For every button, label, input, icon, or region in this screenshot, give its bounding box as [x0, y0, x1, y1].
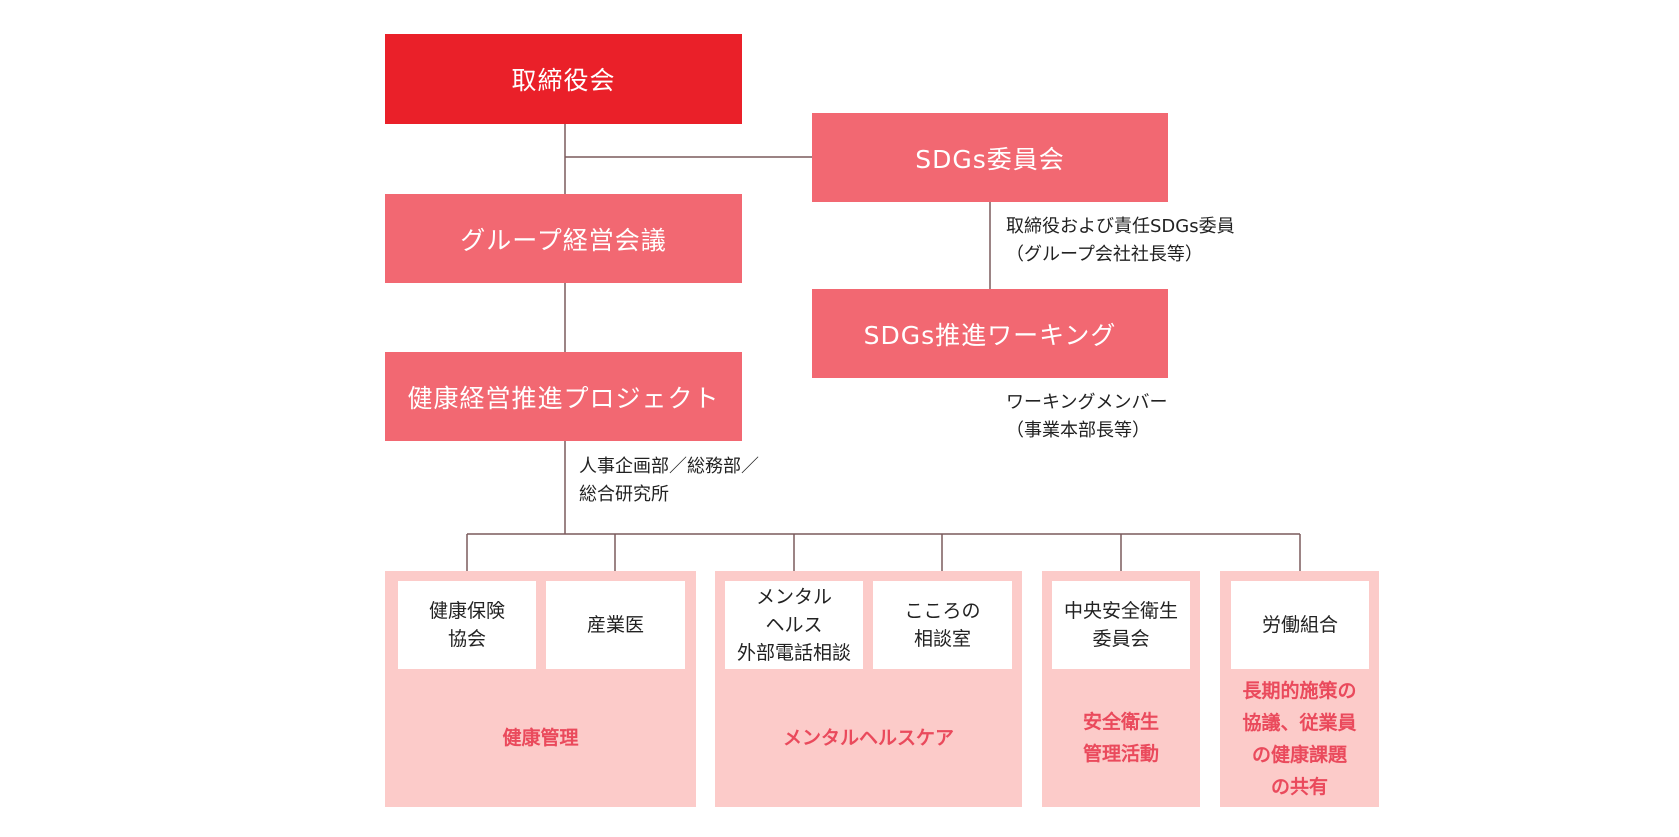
caption-mental-health-care: メンタルヘルスケア: [782, 727, 954, 749]
caption-health-management: 健康管理: [502, 727, 579, 749]
sdgs-working-label: SDGs推進ワーキング: [863, 320, 1117, 350]
unit-labor-union: 労働組合: [1231, 581, 1369, 669]
sdgs-committee-members-note: 取締役および責任SDGs委員 （グループ会社社長等）: [1006, 216, 1235, 265]
caption-labor-union: 長期的施策の 協議、従業員 の健康課題 の共有: [1242, 680, 1357, 798]
project-departments-note: 人事企画部／総務部／ 総合研究所: [579, 456, 759, 505]
sdgs-committee-node: SDGs委員会: [812, 113, 1168, 202]
unit-central-safety-health-committee: 中央安全衛生 委員会: [1052, 581, 1190, 669]
unit-kokoro-consultation-room: こころの 相談室: [873, 581, 1012, 669]
unit-industrial-physician: 産業医: [546, 581, 685, 669]
group-management-node: グループ経営会議: [385, 194, 742, 283]
board-label: 取締役会: [511, 66, 616, 95]
health-project-label: 健康経営推進プロジェクト: [407, 383, 720, 413]
group-management-label: グループ経営会議: [460, 225, 667, 255]
sdgs-working-node: SDGs推進ワーキング: [812, 289, 1168, 378]
board-node: 取締役会: [385, 34, 742, 124]
health-project-node: 健康経営推進プロジェクト: [385, 352, 742, 441]
sdgs-committee-label: SDGs委員会: [915, 144, 1065, 174]
unit-mental-health-phone-consultation: メンタル ヘルス 外部電話相談: [725, 581, 863, 669]
unit-health-insurance: 健康保険 協会: [398, 581, 536, 669]
caption-safety-health-activities: 安全衛生 管理活動: [1082, 711, 1159, 765]
working-members-note: ワーキングメンバー （事業本部長等）: [1006, 392, 1168, 441]
